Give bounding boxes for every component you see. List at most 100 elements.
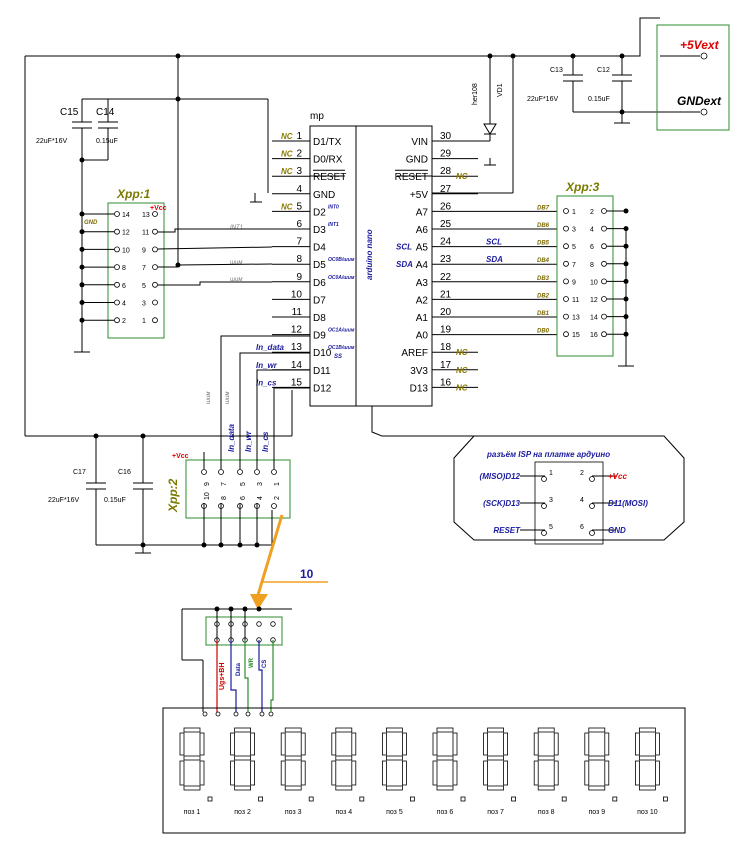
xpp2-bottom-pin-number: 2 — [274, 496, 281, 500]
arduino-vertical-label: arduino nano — [365, 229, 374, 280]
arduino-right-net: DB2 — [537, 293, 550, 299]
cable-arrow: 10 — [250, 514, 328, 610]
segment-lower-right — [351, 760, 357, 786]
xpp3-right-pin-number: 4 — [590, 227, 594, 234]
xpp3-title: Xpp:3 — [565, 180, 600, 194]
arduino-right-pin-name: VIN — [411, 137, 428, 148]
arduino-left-pin-number: 11 — [292, 307, 303, 318]
xpp1-junction — [79, 300, 85, 305]
segment-bottom — [537, 785, 555, 791]
arduino-left-pin-number: 9 — [296, 272, 302, 283]
arduino-left-pin-name: D2 — [313, 207, 326, 218]
segment-upper-left — [483, 732, 489, 756]
isp-title: разъём ISP на платке ардуино — [486, 450, 610, 459]
xpp3-junction — [623, 208, 629, 214]
segment-bottom — [639, 785, 656, 791]
arduino-right-pin-name: +5V — [410, 190, 428, 201]
segment-upper-right — [655, 732, 660, 756]
gndext-label: GNDext — [677, 94, 722, 108]
xpp2-pin — [271, 469, 277, 475]
arduino-right-pin-name: A0 — [416, 331, 429, 342]
d4-wire — [157, 246, 273, 250]
arduino-left-pin-number: 12 — [291, 325, 303, 336]
d6-wire — [158, 281, 272, 286]
display-module: поз 4 — [331, 727, 365, 816]
xpp3-pin — [563, 313, 569, 320]
arduino-right-pin-number: 19 — [440, 325, 452, 336]
arduino-left-pin-number: 2 — [296, 149, 302, 160]
xpp1-right-pin-number: 11 — [142, 230, 149, 237]
diode-part: her108 — [472, 83, 479, 105]
arduino-left-net: In_data — [256, 343, 285, 352]
isp-pin — [589, 476, 595, 482]
arduino-right-pin-number: 28 — [440, 166, 452, 177]
arduino-left-pin-name: D10 — [313, 348, 332, 359]
segment-lower-right — [553, 760, 559, 786]
arduino-left-pin-name: D0/RX — [313, 155, 343, 166]
isp-right-label: D11(MOSI) — [608, 499, 648, 508]
segment-bottom — [385, 785, 403, 791]
arduino-right-pin-number: 18 — [440, 342, 452, 353]
arduino-left-pin-number: 10 — [291, 289, 303, 300]
xpp1-left-pin-number: 14 — [122, 212, 130, 219]
arduino-right-pin-number: 27 — [440, 184, 452, 195]
xpp2-pin — [237, 469, 243, 475]
xpp2-label-pwm: шим — [206, 392, 212, 404]
isp-pin — [589, 530, 595, 536]
arduino-right-func: SDA — [396, 260, 413, 269]
c13-value: 22uF*16V — [527, 96, 558, 103]
arduino-left-func: INT1 — [328, 222, 339, 228]
c16-name: C16 — [118, 469, 131, 476]
arduino-right-net: DB0 — [537, 329, 550, 335]
c14-name: C14 — [96, 107, 115, 118]
segment-dot — [359, 796, 365, 802]
xpp3-left-pin-number: 9 — [572, 279, 576, 286]
arduino-right-net: DB4 — [537, 258, 550, 264]
pwm-label-1: шим — [230, 260, 242, 266]
xpp1-pin — [114, 299, 120, 306]
segment-upper-right — [503, 732, 509, 756]
xpp1-pin — [152, 246, 158, 253]
xpp3-right-pin-number: 16 — [590, 332, 598, 339]
xpp2-pin — [218, 469, 224, 475]
xpp3-pin — [563, 225, 569, 232]
xpp2-pin — [271, 503, 277, 509]
segment-upper-right — [452, 732, 458, 756]
segment-top — [234, 727, 252, 733]
display-module-label: поз 9 — [588, 809, 605, 816]
arduino-right-pin-number: 16 — [440, 377, 452, 388]
c16-value: 0.15uF — [104, 497, 126, 504]
capacitor-c14: C14 0.15uF — [96, 107, 118, 145]
xpp1-pin — [152, 264, 158, 271]
segment-dot — [258, 796, 264, 802]
display-input-pin — [268, 711, 274, 717]
segment-middle — [639, 755, 656, 761]
segment-bottom — [335, 785, 353, 791]
display-module-label: поз 1 — [184, 809, 201, 816]
xpp3-right-pin-number: 2 — [590, 209, 594, 216]
arduino-right-pin-number: 26 — [440, 201, 452, 212]
segment-lower-right — [199, 760, 205, 786]
arduino-left-pin-name: D6 — [313, 278, 326, 289]
segment-lower-right — [452, 760, 458, 786]
xpp1-left-pin-number: 2 — [122, 318, 126, 325]
c14-value: 0.15uF — [96, 138, 118, 145]
diode-vd1: her108 VD1 — [432, 53, 516, 194]
c12-name: C12 — [597, 67, 610, 74]
display-module-label: поз 3 — [285, 809, 302, 816]
xpp2-bottom-pin-number: 10 — [204, 492, 211, 500]
xpp3-left-pin-number: 5 — [572, 244, 576, 251]
xpp1-right-pin-number: 13 — [142, 212, 150, 219]
xpp3-left-pin-number: 11 — [572, 297, 579, 304]
xpp1-right-pin-number: 3 — [142, 301, 146, 308]
arduino-right-net: DB7 — [537, 205, 550, 211]
power-input: C13 22uF*16V C12 0.15uF +5Vext GNDext — [527, 24, 730, 131]
segment-lower-left — [483, 760, 489, 786]
arduino-left-pin-name: D9 — [313, 331, 326, 342]
int1-wire — [158, 228, 272, 233]
xpp2-bottom-pin-number: 8 — [221, 496, 228, 500]
segment-top — [183, 727, 201, 733]
arduino-left-pin-number: 8 — [296, 254, 302, 265]
